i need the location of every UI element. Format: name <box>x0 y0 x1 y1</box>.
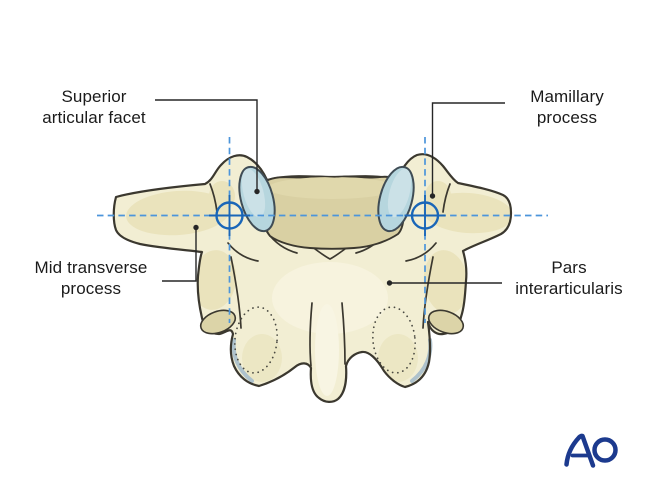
facet-highlight <box>387 168 412 218</box>
label-mid-transverse-process: Mid transverse process <box>1 257 181 299</box>
inferior-process-cut-left <box>199 309 237 335</box>
facet-highlight <box>241 168 266 218</box>
ao-logo-letter-a <box>564 433 596 468</box>
ao-logo-letter-o <box>592 437 618 463</box>
entry-point-crosshair-left <box>209 195 250 236</box>
label-pars-interarticularis: Pars interarticularis <box>479 257 659 299</box>
leader-mid-transverse-process <box>162 230 197 282</box>
leader-dot-mid-transverse-process <box>193 224 199 231</box>
label-line: Mid transverse <box>34 258 148 277</box>
leader-mamillary-process <box>431 102 505 194</box>
label-superior-articular-facet: Superior articular facet <box>4 86 184 128</box>
label-line: articular facet <box>42 108 146 127</box>
leader-dots <box>193 188 436 286</box>
lamina-chevron <box>310 245 350 260</box>
lamina-edge-left <box>230 256 242 329</box>
label-line: Superior <box>61 87 127 106</box>
label-line: process <box>536 108 598 127</box>
mamillary-crease-right <box>442 183 451 213</box>
ao-logo <box>564 433 618 468</box>
leader-lines <box>155 99 505 284</box>
pedicle-outline-dotted-right <box>371 306 417 374</box>
leader-dot-superior-articular-facet <box>254 188 260 195</box>
label-mamillary-process: Mamillary process <box>477 86 657 128</box>
entry-point-crosshair-right <box>404 195 446 236</box>
leader-superior-articular-facet <box>155 99 258 189</box>
label-line: Mamillary <box>530 87 604 106</box>
pedicle-crease-right <box>405 242 437 262</box>
vertebral-body-shading <box>268 177 396 199</box>
leader-dot-pars-interarticularis <box>386 280 393 286</box>
spinous-edge-left <box>309 302 313 367</box>
guide-lines <box>97 137 548 323</box>
leader-dot-mamillary-process <box>429 193 436 199</box>
cartilage-rim-left <box>231 338 254 383</box>
lamina-edge-right <box>422 256 434 329</box>
label-line: interarticularis <box>515 279 623 298</box>
pedicle-outline-dotted-left <box>233 306 279 374</box>
label-line: process <box>60 279 122 298</box>
inferior-process-cut-right <box>427 309 465 335</box>
spinous-edge-right <box>341 302 346 365</box>
label-line: Pars <box>551 258 587 277</box>
